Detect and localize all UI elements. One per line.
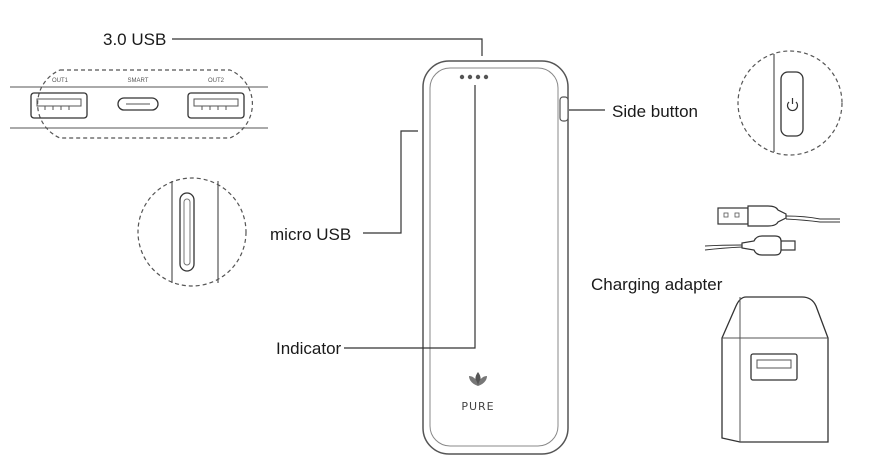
port-out1-label: OUT1 [52, 78, 69, 84]
usb-a-port-out2 [187, 92, 245, 119]
port-smart-label: SMART [128, 78, 149, 84]
usb-a-port-out1 [30, 92, 88, 119]
port-out2-label: OUT2 [208, 78, 225, 84]
pure-logo: PURE [461, 372, 494, 413]
micro-usb-plug [741, 235, 796, 256]
micro-usb-label: micro USB [270, 225, 351, 244]
charging-cable [704, 205, 840, 256]
side-button-closeup [780, 71, 804, 137]
usb30-label: 3.0 USB [103, 30, 166, 49]
indicator-label: Indicator [276, 339, 342, 358]
usb30-callout: 3.0 USB [103, 30, 483, 56]
logo-text: PURE [461, 400, 494, 413]
wall-adapter [721, 296, 829, 443]
side-button-shape [559, 96, 569, 122]
side-button-label: Side button [612, 102, 698, 121]
indicator-leds [459, 74, 489, 80]
micro-usb-detail [137, 177, 247, 287]
micro-usb-callout: micro USB [270, 130, 418, 244]
power-bank: PURE [422, 60, 569, 455]
side-button-detail [737, 50, 843, 156]
side-button-callout: Side button [569, 102, 698, 121]
power-icon [786, 98, 799, 112]
micro-usb-port [179, 192, 195, 272]
ports-detail: OUT1 SMART OUT2 [10, 69, 268, 139]
usb-a-plug [717, 205, 787, 227]
adapter-usb-port [750, 353, 798, 381]
charging-adapter-label: Charging adapter [591, 275, 723, 294]
indicator-callout: Indicator [276, 85, 476, 358]
usb-c-port-smart [117, 97, 159, 111]
